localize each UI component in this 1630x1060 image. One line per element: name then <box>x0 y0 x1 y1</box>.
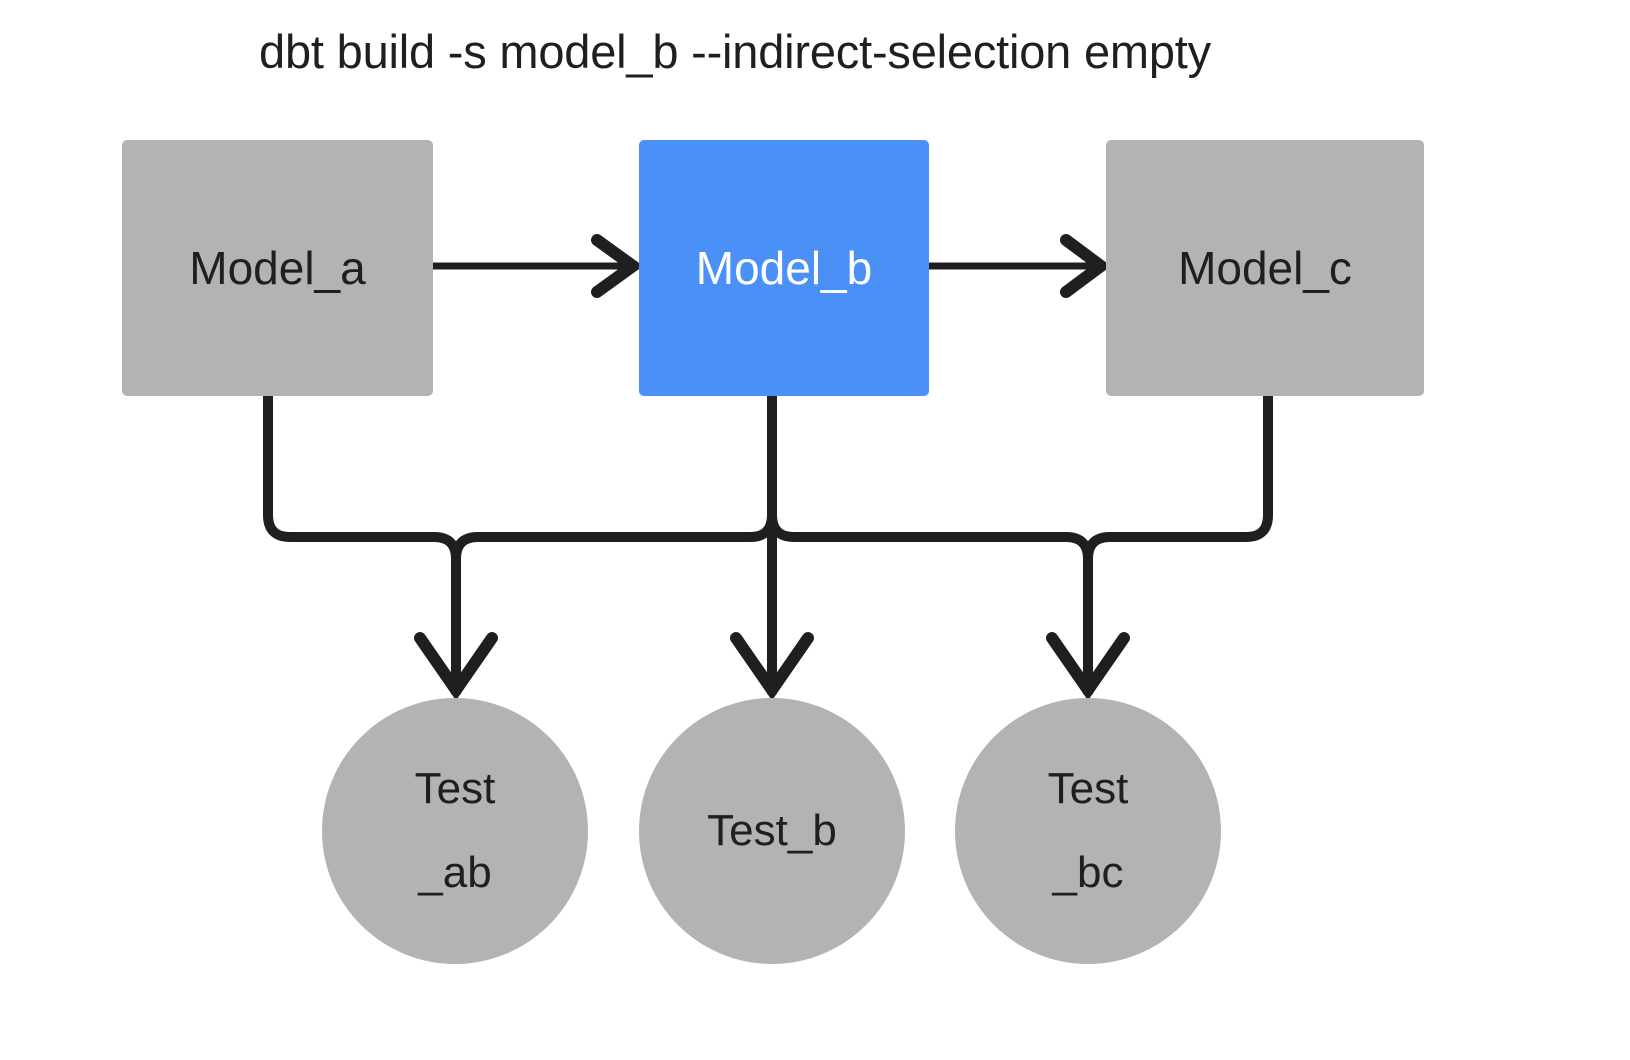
node-model-c-label: Model_c <box>1178 242 1352 294</box>
node-test-ab-label-line2: _ab <box>418 848 492 897</box>
edge-path-b-testbc <box>767 396 1093 632</box>
node-test-ab-label-line1: Test <box>414 764 496 813</box>
arrowhead-test-b <box>730 632 814 701</box>
edge-path-c-testbc <box>1083 396 1273 632</box>
diagram-title: dbt build -s model_b --indirect-selectio… <box>259 25 1211 78</box>
node-test-bc-label-line2: _bc <box>1052 848 1124 897</box>
arrowhead-test-bc <box>1046 600 1130 701</box>
edge-model-a-to-test-ab <box>263 396 461 632</box>
node-test-ab[interactable]: Test _ab <box>322 698 588 964</box>
arrowhead-a-b <box>591 234 644 298</box>
arrowhead-glyph-test-ab <box>414 632 498 701</box>
node-test-bc[interactable]: Test _bc <box>955 698 1221 964</box>
node-model-a-label: Model_a <box>189 242 366 294</box>
node-test-b-label: Test_b <box>707 806 837 855</box>
edge-model-b-to-test-b <box>730 396 814 701</box>
arrowhead-glyph-test-bc <box>1046 632 1130 701</box>
arrowhead-b-c <box>1060 234 1112 298</box>
edge-path-b-testab <box>451 396 777 632</box>
edge-model-b-to-test-bc <box>767 396 1093 632</box>
node-model-c[interactable]: Model_c <box>1106 140 1424 396</box>
node-test-b[interactable]: Test_b <box>639 698 905 964</box>
edge-model-c-to-test-bc <box>1083 396 1273 632</box>
edge-model-b-to-test-ab <box>451 396 777 632</box>
arrowhead-test-ab <box>414 600 498 701</box>
edge-model-b-to-model-c <box>929 234 1112 298</box>
node-model-b-label: Model_b <box>695 242 873 294</box>
edge-path-a-testab <box>263 396 461 632</box>
node-test-bc-label-line1: Test <box>1047 764 1129 813</box>
node-model-a[interactable]: Model_a <box>122 140 433 396</box>
node-model-b[interactable]: Model_b <box>639 140 929 396</box>
